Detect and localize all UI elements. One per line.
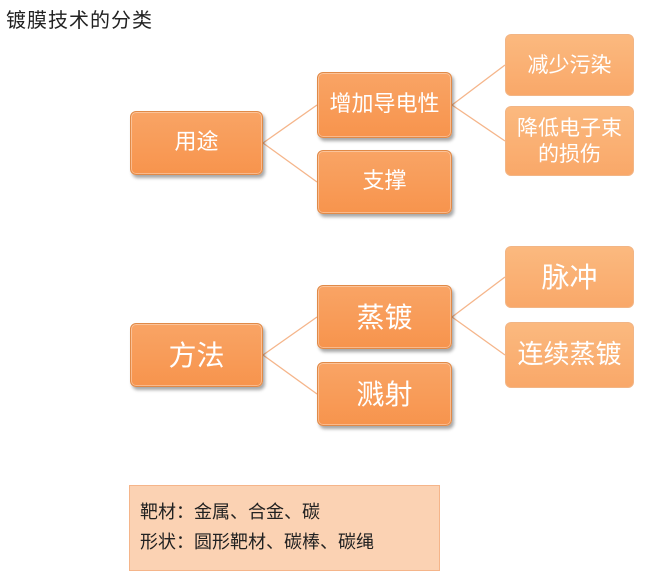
node-support-label: 支撑 [362, 169, 407, 195]
node-continuous-evaporation-label: 连续蒸镀 [517, 339, 622, 370]
node-conductivity-label: 增加导电性 [329, 92, 440, 118]
node-method-label: 方法 [168, 338, 225, 372]
connector-conductivity-leaf1 [451, 64, 506, 106]
connector-conductivity-leaf2 [451, 104, 506, 142]
node-support: 支撑 [317, 150, 452, 214]
node-reduce-beam-damage-line1: 降低电子束 [517, 115, 622, 140]
node-reduce-beam-damage-line2: 的损伤 [538, 142, 601, 166]
node-reduce-pollution-label: 减少污染 [527, 52, 612, 77]
target-material-note: 靶材：金属、合金、碳 形状：圆形靶材、碳棒、碳绳 [129, 485, 440, 571]
page-title: 镀膜技术的分类 [6, 8, 153, 32]
connector-evap-leaf2 [451, 316, 506, 356]
node-evaporation-label: 蒸镀 [356, 300, 413, 334]
note-line-shapes: 形状：圆形靶材、碳棒、碳绳 [140, 532, 374, 553]
node-conductivity: 增加导电性 [317, 72, 452, 138]
note-line-targets: 靶材：金属、合金、碳 [140, 502, 320, 523]
node-pulse-label: 脉冲 [541, 260, 598, 294]
node-reduce-beam-damage: 降低电子束 的损伤 [505, 106, 634, 176]
connector-evap-leaf1 [451, 276, 506, 318]
connector-method-branch2 [262, 354, 318, 395]
connector-method-branch1 [262, 316, 318, 356]
connector-usage-branch1 [262, 104, 318, 144]
node-usage: 用途 [130, 111, 263, 175]
node-sputtering: 溅射 [317, 362, 452, 426]
node-pulse: 脉冲 [505, 246, 634, 308]
node-continuous-evaporation: 连续蒸镀 [505, 322, 634, 388]
node-reduce-pollution: 减少污染 [505, 34, 634, 96]
connector-usage-branch2 [262, 142, 318, 183]
node-sputtering-label: 溅射 [356, 377, 413, 411]
node-evaporation: 蒸镀 [317, 285, 452, 349]
node-usage-label: 用途 [174, 130, 219, 156]
node-method: 方法 [130, 323, 263, 387]
